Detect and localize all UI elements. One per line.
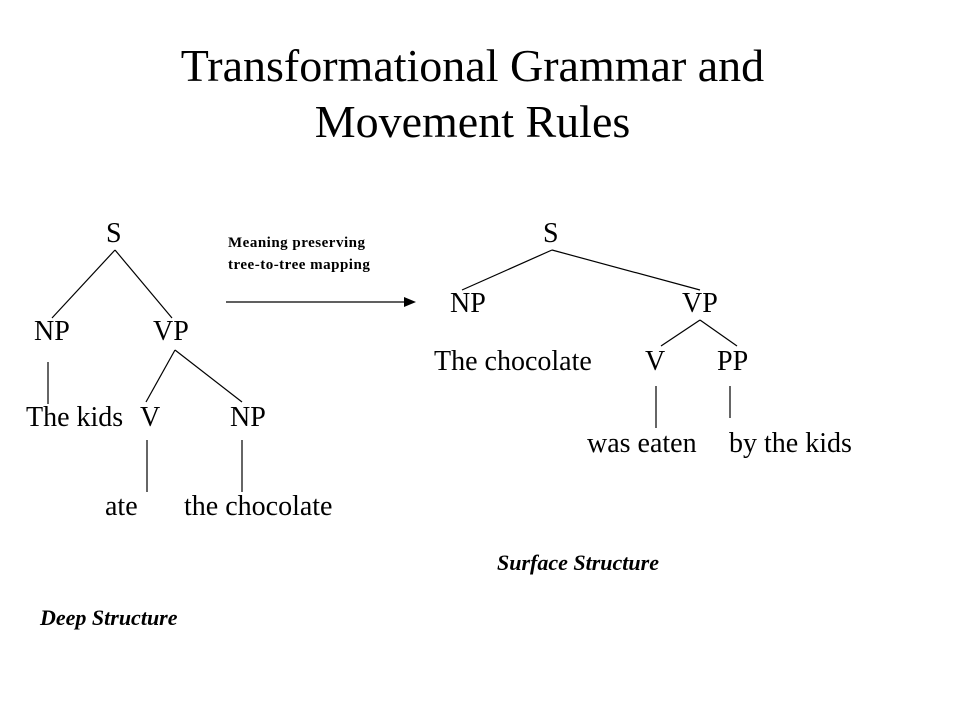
deep-edge-vp-np: [174, 349, 243, 403]
surface-node-pp: PP: [717, 346, 749, 377]
mapping-label: Meaning preserving tree-to-tree mapping: [228, 232, 370, 276]
surface-node-v: V: [645, 346, 666, 377]
mapping-arrow-head: [404, 297, 416, 307]
surface-edge-vp-pp: [699, 319, 738, 347]
mapping-label-line-2: tree-to-tree mapping: [228, 257, 371, 273]
slide-title-line-2: Movement Rules: [314, 96, 631, 147]
deep-node-v-word: ate: [105, 491, 138, 522]
surface-node-s: S: [543, 218, 559, 249]
deep-node-v: V: [140, 402, 161, 433]
surface-structure-caption: Surface Structure: [497, 550, 659, 575]
mapping-label-line-1: Meaning preserving: [228, 235, 366, 251]
surface-node-v-word: was eaten: [587, 428, 697, 459]
deep-node-np-2: NP: [230, 402, 266, 433]
deep-node-np: NP: [34, 316, 70, 347]
slide-title: Transformational Grammar and Movement Ru…: [0, 38, 945, 150]
surface-node-vp: VP: [682, 288, 718, 319]
deep-edge-s-np: [51, 249, 116, 319]
surface-edge-s-np: [461, 249, 553, 291]
deep-node-np-word: The kids: [26, 402, 124, 433]
surface-node-np-word: The chocolate: [434, 346, 592, 377]
deep-node-np-word-2: the chocolate: [184, 491, 333, 522]
surface-edge-vp-v: [660, 319, 701, 347]
deep-edge-vp-v: [145, 349, 176, 403]
slide-title-line-1: Transformational Grammar and: [180, 40, 765, 91]
surface-node-pp-word: by the kids: [729, 428, 852, 459]
deep-edge-s-vp: [114, 249, 173, 319]
surface-node-np: NP: [450, 288, 486, 319]
deep-structure-caption: Deep Structure: [40, 605, 178, 630]
surface-edge-s-vp: [551, 249, 701, 291]
deep-node-s: S: [106, 218, 122, 249]
deep-node-vp: VP: [153, 316, 189, 347]
